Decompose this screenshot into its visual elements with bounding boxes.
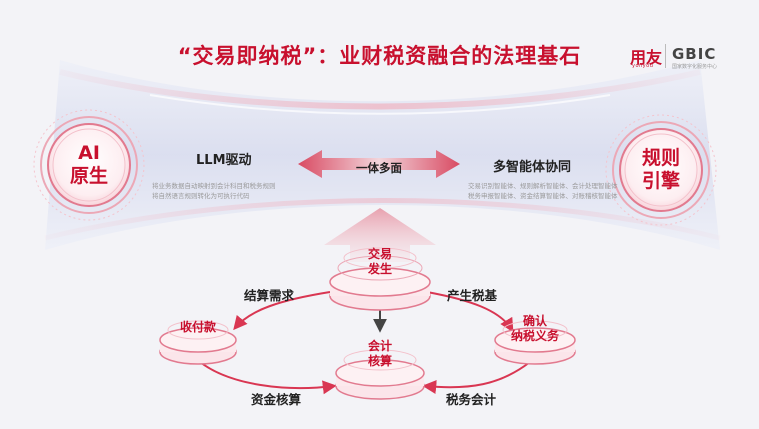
badge-line: 原生 xyxy=(69,165,108,187)
ai-native-label: AI 原生 xyxy=(56,142,122,188)
flow-fund-label: 资金核算 xyxy=(251,392,302,407)
node-label-line: 发生 xyxy=(367,262,392,276)
gbic-logo-subtext: 国家数字化服务中心 xyxy=(672,64,718,70)
node-tax-duty-label: 确认 纳税义务 xyxy=(490,314,580,344)
node-label-line: 交易 xyxy=(367,247,392,261)
llm-driven-title: LLM驱动 xyxy=(196,153,252,168)
rule-engine-badge xyxy=(605,114,717,226)
page-title: “交易即纳税”：业财税资融合的法理基石 xyxy=(177,44,582,68)
flow-tax-accounting-label: 税务会计 xyxy=(446,392,497,407)
double-arrow-icon xyxy=(298,150,460,178)
node-payment-platform xyxy=(159,320,237,365)
node-tax-duty-platform xyxy=(494,320,576,365)
ai-native-badge xyxy=(33,109,145,221)
llm-driven-description: 将业务数据自动映射到会计科目和税务规则 将自然语言规则转化为可执行代码 xyxy=(152,181,276,201)
node-accounting-platform xyxy=(335,349,425,400)
yonyou-logo-subtext: yonyou xyxy=(632,63,654,69)
node-trade-label: 交易 发生 xyxy=(345,247,415,277)
multi-agent-description: 交易识别智能体、规则解析智能体、会计处理智能体 税务申报智能体、资金结算智能体、… xyxy=(468,181,618,201)
desc-line: 将业务数据自动映射到会计科目和税务规则 xyxy=(152,182,276,190)
badge-line: AI xyxy=(78,142,100,164)
flow-tax-base-label: 产生税基 xyxy=(447,288,498,303)
logo-divider xyxy=(665,44,666,68)
node-label-line: 核算 xyxy=(367,354,392,368)
node-payment-label: 收付款 xyxy=(168,320,228,335)
rule-engine-label: 规则 引擎 xyxy=(628,147,694,193)
flow-settlement-label: 结算需求 xyxy=(244,288,295,303)
desc-line: 将自然语言规则转化为可执行代码 xyxy=(152,192,250,200)
one-body-many-faces-label: 一体多面 xyxy=(356,161,402,175)
node-label-line: 确认 xyxy=(522,314,547,328)
node-trade-platform xyxy=(329,247,431,311)
node-label-line: 会计 xyxy=(367,339,392,353)
desc-line: 税务申报智能体、资金结算智能体、对账稽核智能体 xyxy=(468,192,618,200)
up-arrow-icon xyxy=(324,208,436,262)
node-label-line: 纳税义务 xyxy=(510,329,559,343)
badge-line: 规则 xyxy=(641,147,680,169)
desc-line: 交易识别智能体、规则解析智能体、会计处理智能体 xyxy=(468,182,618,190)
badge-line: 引擎 xyxy=(641,170,680,192)
gbic-logo: GBIC xyxy=(672,45,717,63)
node-accounting-label: 会计 核算 xyxy=(345,339,415,369)
multi-agent-title: 多智能体协同 xyxy=(493,160,572,175)
yonyou-logo: 用友 xyxy=(630,48,663,67)
node-label-line: 收付款 xyxy=(179,320,216,334)
